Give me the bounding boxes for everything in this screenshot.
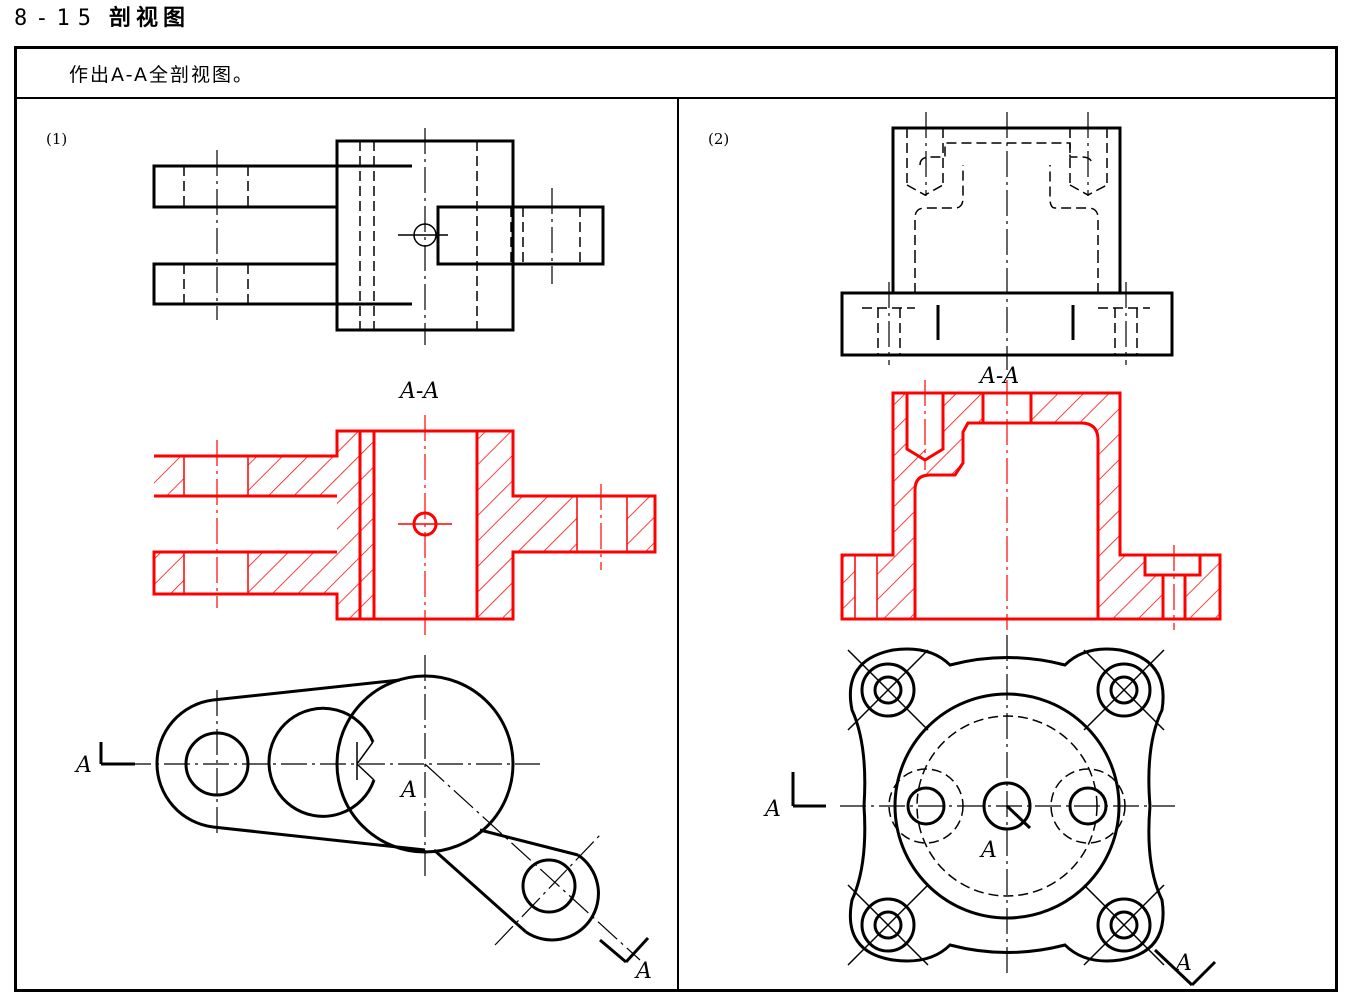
instruction-text: 作出A-A全剖视图。 [69,64,255,86]
p1-section-label: A-A [398,379,439,404]
p2-cut-label-center: A [979,838,997,863]
p1-top-view [152,128,605,345]
panel-2-label: (2) [708,130,730,148]
p1-section-view: A-A [152,379,657,635]
panel-1-label: (1) [46,130,68,148]
exercise-header: 8-15 剖视图 [14,2,190,36]
p1-cut-label-right: A [634,959,652,984]
p2-section-label: A-A [978,364,1019,389]
panel-divider [677,99,679,989]
p2-section-view: A-A [840,364,1222,630]
instruction-row: 作出A-A全剖视图。 [17,49,1335,99]
exercise-title: 剖视图 [108,6,190,31]
drawing-frame: 作出A-A全剖视图。 [14,46,1338,992]
p2-cut-label-left: A [763,797,781,822]
p1-cut-label-center: A [399,778,417,803]
p1-plan-view: A A A [74,655,652,984]
p2-cut-label-right: A [1174,951,1192,976]
p2-plan-view: A A A [763,635,1217,987]
p1-cut-label-left: A [74,753,92,778]
exercise-number: 8-15 [14,6,99,31]
p2-front-view [840,112,1174,370]
